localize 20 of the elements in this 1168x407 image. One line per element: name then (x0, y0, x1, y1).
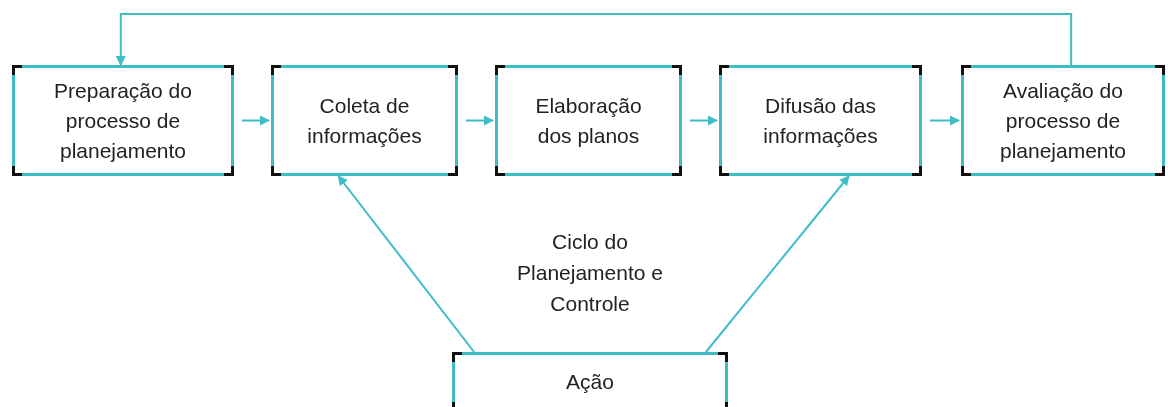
process-box (271, 65, 458, 176)
arrow (465, 115, 494, 126)
arrow (241, 115, 270, 126)
box-label: Avaliação do processo de planejamento (998, 77, 1128, 164)
box-label: Coleta de informações (306, 92, 423, 149)
process-box (452, 352, 728, 407)
arrow (337, 175, 476, 353)
process-box (961, 65, 1165, 176)
box-label: Difusão das informações (762, 92, 879, 149)
arrow (929, 115, 960, 126)
process-box (719, 65, 922, 176)
arrow (689, 115, 718, 126)
cycle-title: Ciclo do Planejamento e Controle (516, 229, 664, 317)
process-box (495, 65, 682, 176)
arrow (704, 175, 850, 353)
box-label: Ação (565, 369, 615, 395)
box-label: Elaboração dos planos (534, 92, 643, 149)
box-label: Preparação do processo de planejamento (53, 77, 193, 164)
process-box (12, 65, 234, 176)
arrow (115, 13, 1073, 66)
